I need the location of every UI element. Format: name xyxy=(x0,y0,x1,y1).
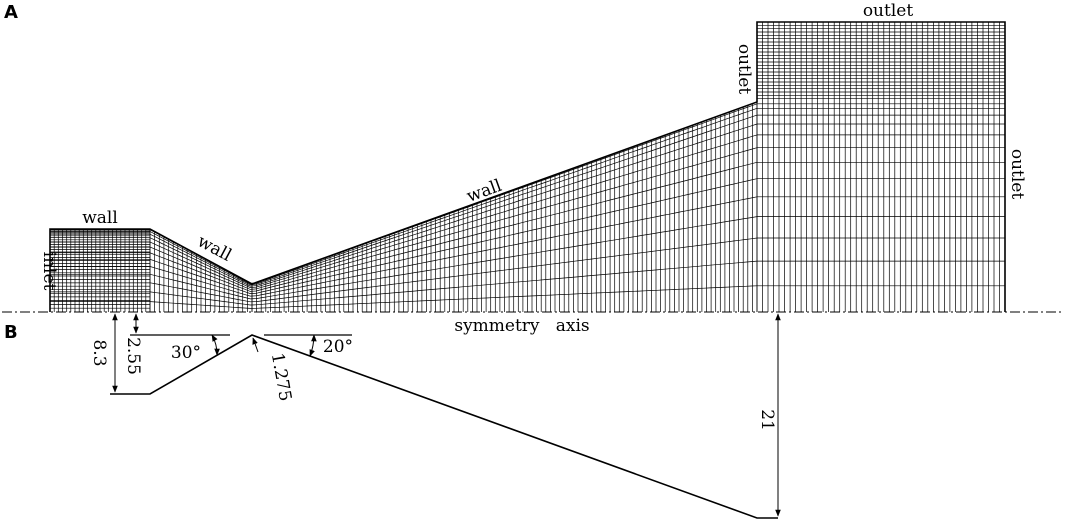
panel-label-b: B xyxy=(4,322,18,343)
outlet-right-label: outlet xyxy=(1007,149,1027,200)
mesh-grid xyxy=(49,21,1006,312)
angle-label-30: 30° xyxy=(171,343,201,363)
dim-label-throat-radius: 1.275 xyxy=(267,351,295,402)
dim-label-throat-offset: 2.55 xyxy=(123,337,143,375)
outlet-left-label: outlet xyxy=(734,44,754,95)
dim-label-outlet-height: 21 xyxy=(757,409,777,431)
nozzle-geometry xyxy=(110,313,781,519)
angle-label-20: 20° xyxy=(323,337,353,357)
inlet-label: inlet xyxy=(39,252,59,291)
mesh-outline xyxy=(49,21,1006,312)
symmetry-axis-label: symmetry axis xyxy=(454,316,589,336)
dim-label-inlet-height: 8.3 xyxy=(89,339,109,366)
angle-arc-30 xyxy=(211,334,220,356)
nozzle-profile xyxy=(110,334,778,519)
dim-arrow-throat-radius xyxy=(252,337,259,353)
panel-label-a: A xyxy=(4,2,18,23)
angle-arc-20 xyxy=(309,334,317,357)
outlet-top-label: outlet xyxy=(863,1,914,21)
wall-converging-label: wall xyxy=(194,231,235,265)
wall-top-label: wall xyxy=(82,208,118,228)
